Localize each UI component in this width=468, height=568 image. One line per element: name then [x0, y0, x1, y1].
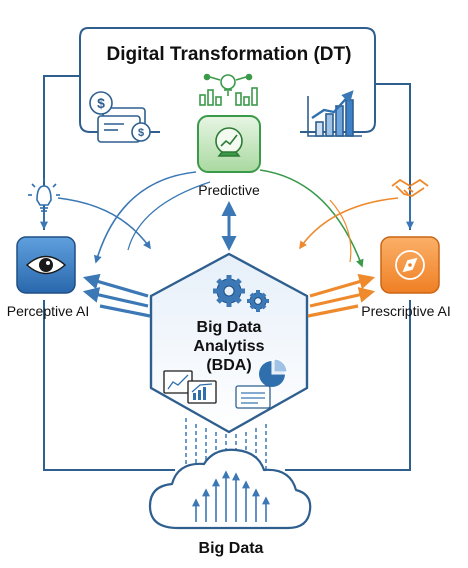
- right-outer-line: [375, 83, 411, 230]
- compass-icon: [395, 250, 425, 280]
- bda-label-line1: Big Data: [197, 319, 262, 336]
- svg-text:$: $: [138, 127, 144, 139]
- cloud-upload-icon: Big Data: [148, 448, 312, 557]
- crystal-ball-chart-icon: [215, 127, 243, 157]
- bda-to-perceptive-arrows: [82, 273, 151, 318]
- perceptive-label: Perceptive AI: [7, 303, 90, 319]
- gears-icon: [213, 275, 269, 312]
- frame-lines: [43, 27, 411, 471]
- chart-documents-icon: [163, 370, 217, 404]
- predictive-label: Predictive: [198, 182, 260, 198]
- pie-chart-icon: [259, 358, 288, 387]
- report-document-icon: [235, 385, 271, 409]
- dt-frame-left: [79, 27, 160, 133]
- arrow-predictive-to-prescriptive: [259, 169, 364, 268]
- bda-label-line3: (BDA): [206, 357, 251, 374]
- left-bottom-line: [43, 300, 175, 471]
- left-outer-line: [43, 75, 80, 230]
- cloud-shape: [148, 448, 312, 530]
- handshake-icon: [391, 178, 429, 197]
- bda-node: Big Data Analytiss (BDA): [149, 252, 309, 434]
- dt-title: Digital Transformation (DT): [107, 44, 352, 65]
- arrow-predictive-to-bda-left: [127, 181, 211, 251]
- perceptive-node: Perceptive AI: [7, 236, 90, 319]
- right-bottom-line: [285, 300, 411, 471]
- curved-arrows: [40, 169, 414, 268]
- prescriptive-node: Prescriptive AI: [361, 236, 451, 319]
- svg-text:$: $: [97, 95, 105, 111]
- dt-frame: [88, 27, 376, 133]
- arrow-bda-to-prescriptive-curve: [329, 199, 352, 263]
- arrow-predictive-to-perceptive: [93, 171, 197, 264]
- money-coins-icon: $ $: [89, 91, 151, 143]
- lightbulb-icon: [28, 178, 60, 212]
- growth-chart-icon: [307, 90, 362, 137]
- arrow-handshake-to-bda: [299, 197, 399, 250]
- prescriptive-label: Prescriptive AI: [361, 303, 450, 319]
- arrow-lightbulb-to-bda: [57, 197, 151, 250]
- bigdata-label: Big Data: [199, 540, 264, 557]
- lightbulb-network-icon: [199, 73, 258, 106]
- bda-label-line2: Analytiss: [193, 338, 264, 355]
- bda-to-prescriptive-arrows: [307, 273, 376, 318]
- predictive-node: Predictive: [197, 115, 261, 198]
- eye-icon: [25, 255, 67, 275]
